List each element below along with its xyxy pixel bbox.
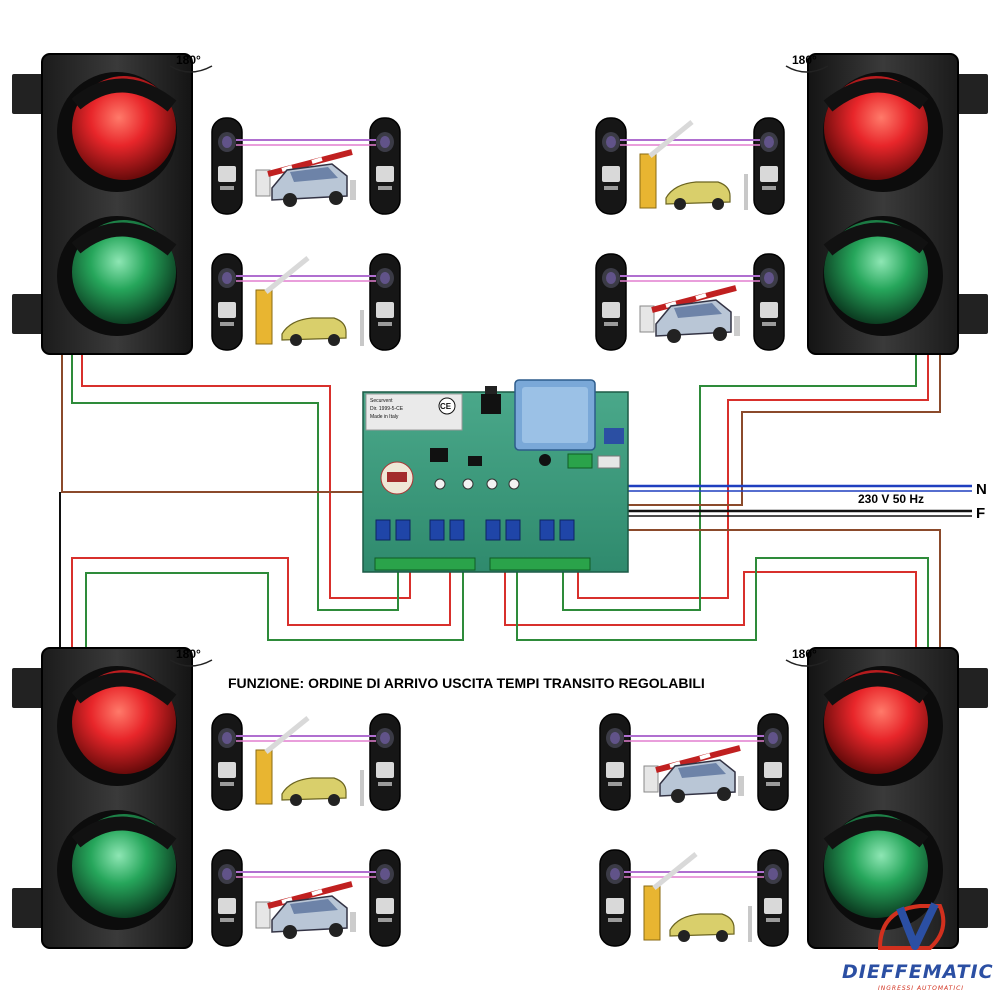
- diagram-title: FUNZIONE: ORDINE DI ARRIVO USCITA TEMPI …: [228, 675, 705, 691]
- scene-br-upper: [600, 714, 788, 810]
- terminal-power: [567, 453, 593, 469]
- rotate-arrow-icon: [169, 659, 213, 667]
- svg-text:180°: 180°: [176, 647, 201, 661]
- scene-tr-upper: [596, 118, 784, 214]
- control-board: Securvent Dir. 1999-5-CE Made in Italy C…: [362, 379, 629, 573]
- rotate-arrow-icon: [785, 65, 829, 73]
- voltage-regulator: [481, 394, 501, 414]
- rotation-indicator-top-right: 180°: [785, 53, 829, 73]
- board-cert: Dir. 1999-5-CE: [370, 406, 404, 412]
- svg-text:180°: 180°: [792, 53, 817, 67]
- microcontroller: [430, 448, 448, 462]
- traffic-light-bottom-right: [808, 648, 988, 948]
- scene-bl-lower: [212, 850, 400, 946]
- wire-tr-red: [577, 355, 929, 599]
- wire-tr-brown: [600, 355, 941, 506]
- brand-logo: DIEFFEMATIC INGRESSI AUTOMATICI: [842, 902, 994, 992]
- ce-mark-text: CE: [440, 402, 452, 411]
- scene-tl-upper: [212, 118, 400, 214]
- scene-bl-upper: [212, 714, 400, 810]
- relays: [375, 519, 575, 541]
- power-label: 230 V 50 Hz: [858, 492, 924, 506]
- brand-name: DIEFFEMATIC: [842, 961, 994, 983]
- phase-label: F: [976, 505, 985, 522]
- neutral-label: N: [976, 481, 987, 498]
- terminal-block-left: [374, 557, 476, 571]
- wire-br-red: [504, 570, 917, 648]
- wire-br-green: [516, 557, 929, 648]
- brand-tagline: INGRESSI AUTOMATICI: [878, 985, 964, 992]
- board-maker: Securvent: [370, 398, 393, 404]
- rotation-indicator-bottom-right: 180°: [785, 647, 829, 667]
- rotation-indicator-bottom-left: 180°: [169, 647, 213, 667]
- wire-bl-green: [85, 570, 464, 648]
- ce-mark: [438, 397, 456, 415]
- rotate-arrow-icon: [785, 659, 829, 667]
- traffic-light-top-left: [12, 54, 192, 354]
- wire-tl-green: [71, 355, 399, 611]
- wire-bl-red: [71, 557, 451, 648]
- wire-tl-red: [81, 355, 411, 599]
- rotate-arrow-icon: [169, 65, 213, 73]
- wire-neutral: [610, 468, 972, 488]
- wire-tr-green: [562, 355, 917, 611]
- terminal-block-right: [489, 557, 591, 571]
- trimmers: [434, 478, 520, 490]
- scene-br-lower: [600, 850, 788, 946]
- svg-text:180°: 180°: [176, 53, 201, 67]
- rotation-indicator-top-left: 180°: [169, 53, 213, 73]
- scene-tl-lower: [212, 254, 400, 350]
- wire-br-brown: [600, 529, 941, 648]
- svg-text:180°: 180°: [792, 647, 817, 661]
- traffic-light-bottom-left: [12, 648, 192, 948]
- board-origin: Made in Italy: [370, 414, 399, 420]
- fuse: [597, 455, 621, 469]
- traffic-light-top-right: [808, 54, 988, 354]
- scene-tr-lower: [596, 254, 784, 350]
